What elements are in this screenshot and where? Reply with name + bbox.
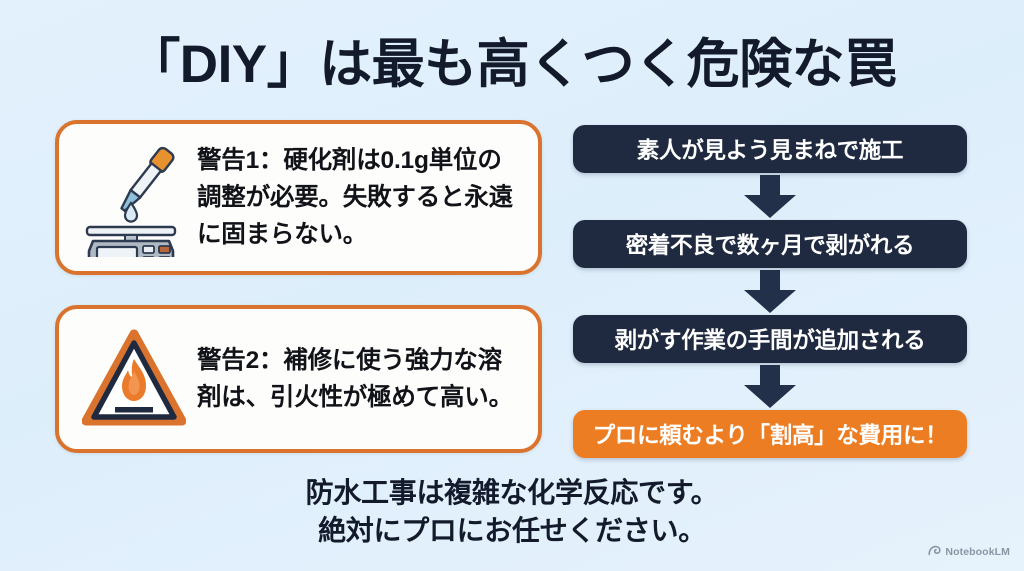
page-title: 「DIY」は最も高くつく危険な罠 (127, 35, 897, 94)
consequence-flow-diagram: 素人が見よう見まねで施工 密着不良で数ヶ月で剥がれる 剥がす作業の手間が追加され… (573, 125, 967, 458)
flow-step-4-outcome: プロに頼むより「割高」な費用に！ (573, 410, 967, 458)
flow-step-3: 剥がす作業の手間が追加される (573, 315, 967, 363)
flow-step-2-label: 密着不良で数ヶ月で剥がれる (625, 233, 915, 258)
flammable-hazard-icon (75, 320, 193, 438)
flow-arrow-2 (573, 268, 967, 315)
warning-card-2-text: 警告2：補修に使う強力な溶剤は、引火性が極めて高い。 (197, 347, 513, 411)
flow-step-4-label: プロに頼むより「割高」な費用に！ (592, 423, 948, 448)
notebooklm-watermark-label: NotebookLM (945, 546, 1010, 558)
flow-step-3-label: 剥がす作業の手間が追加される (614, 328, 926, 353)
warning-card-1-text: 警告1：硬化剤は0.1g単位の調整が必要。失敗すると永遠に固まらない。 (197, 147, 513, 248)
flow-step-1: 素人が見よう見まねで施工 (573, 125, 967, 173)
flow-arrow-3 (573, 363, 967, 410)
notebooklm-logo-icon (928, 543, 942, 561)
flow-arrow-1 (573, 173, 967, 220)
scale-dropper-icon (75, 134, 193, 262)
footer-line-1: 防水工事は複雑な化学反応です。 (305, 477, 719, 508)
footer-message: 防水工事は複雑な化学反応です。 絶対にプロにお任せください。 (0, 474, 1024, 550)
warning-card-2: 警告2：補修に使う強力な溶剤は、引火性が極めて高い。 (55, 305, 542, 453)
flow-step-2: 密着不良で数ヶ月で剥がれる (573, 220, 967, 268)
footer-line-2: 絶対にプロにお任せください。 (318, 515, 706, 546)
flow-step-1-label: 素人が見よう見まねで施工 (636, 138, 904, 163)
notebooklm-watermark: NotebookLM (928, 543, 1010, 561)
warning-card-1: 警告1：硬化剤は0.1g単位の調整が必要。失敗すると永遠に固まらない。 (55, 120, 542, 275)
warning-card-list: 警告1：硬化剤は0.1g単位の調整が必要。失敗すると永遠に固まらない。 警告2：… (55, 120, 542, 453)
